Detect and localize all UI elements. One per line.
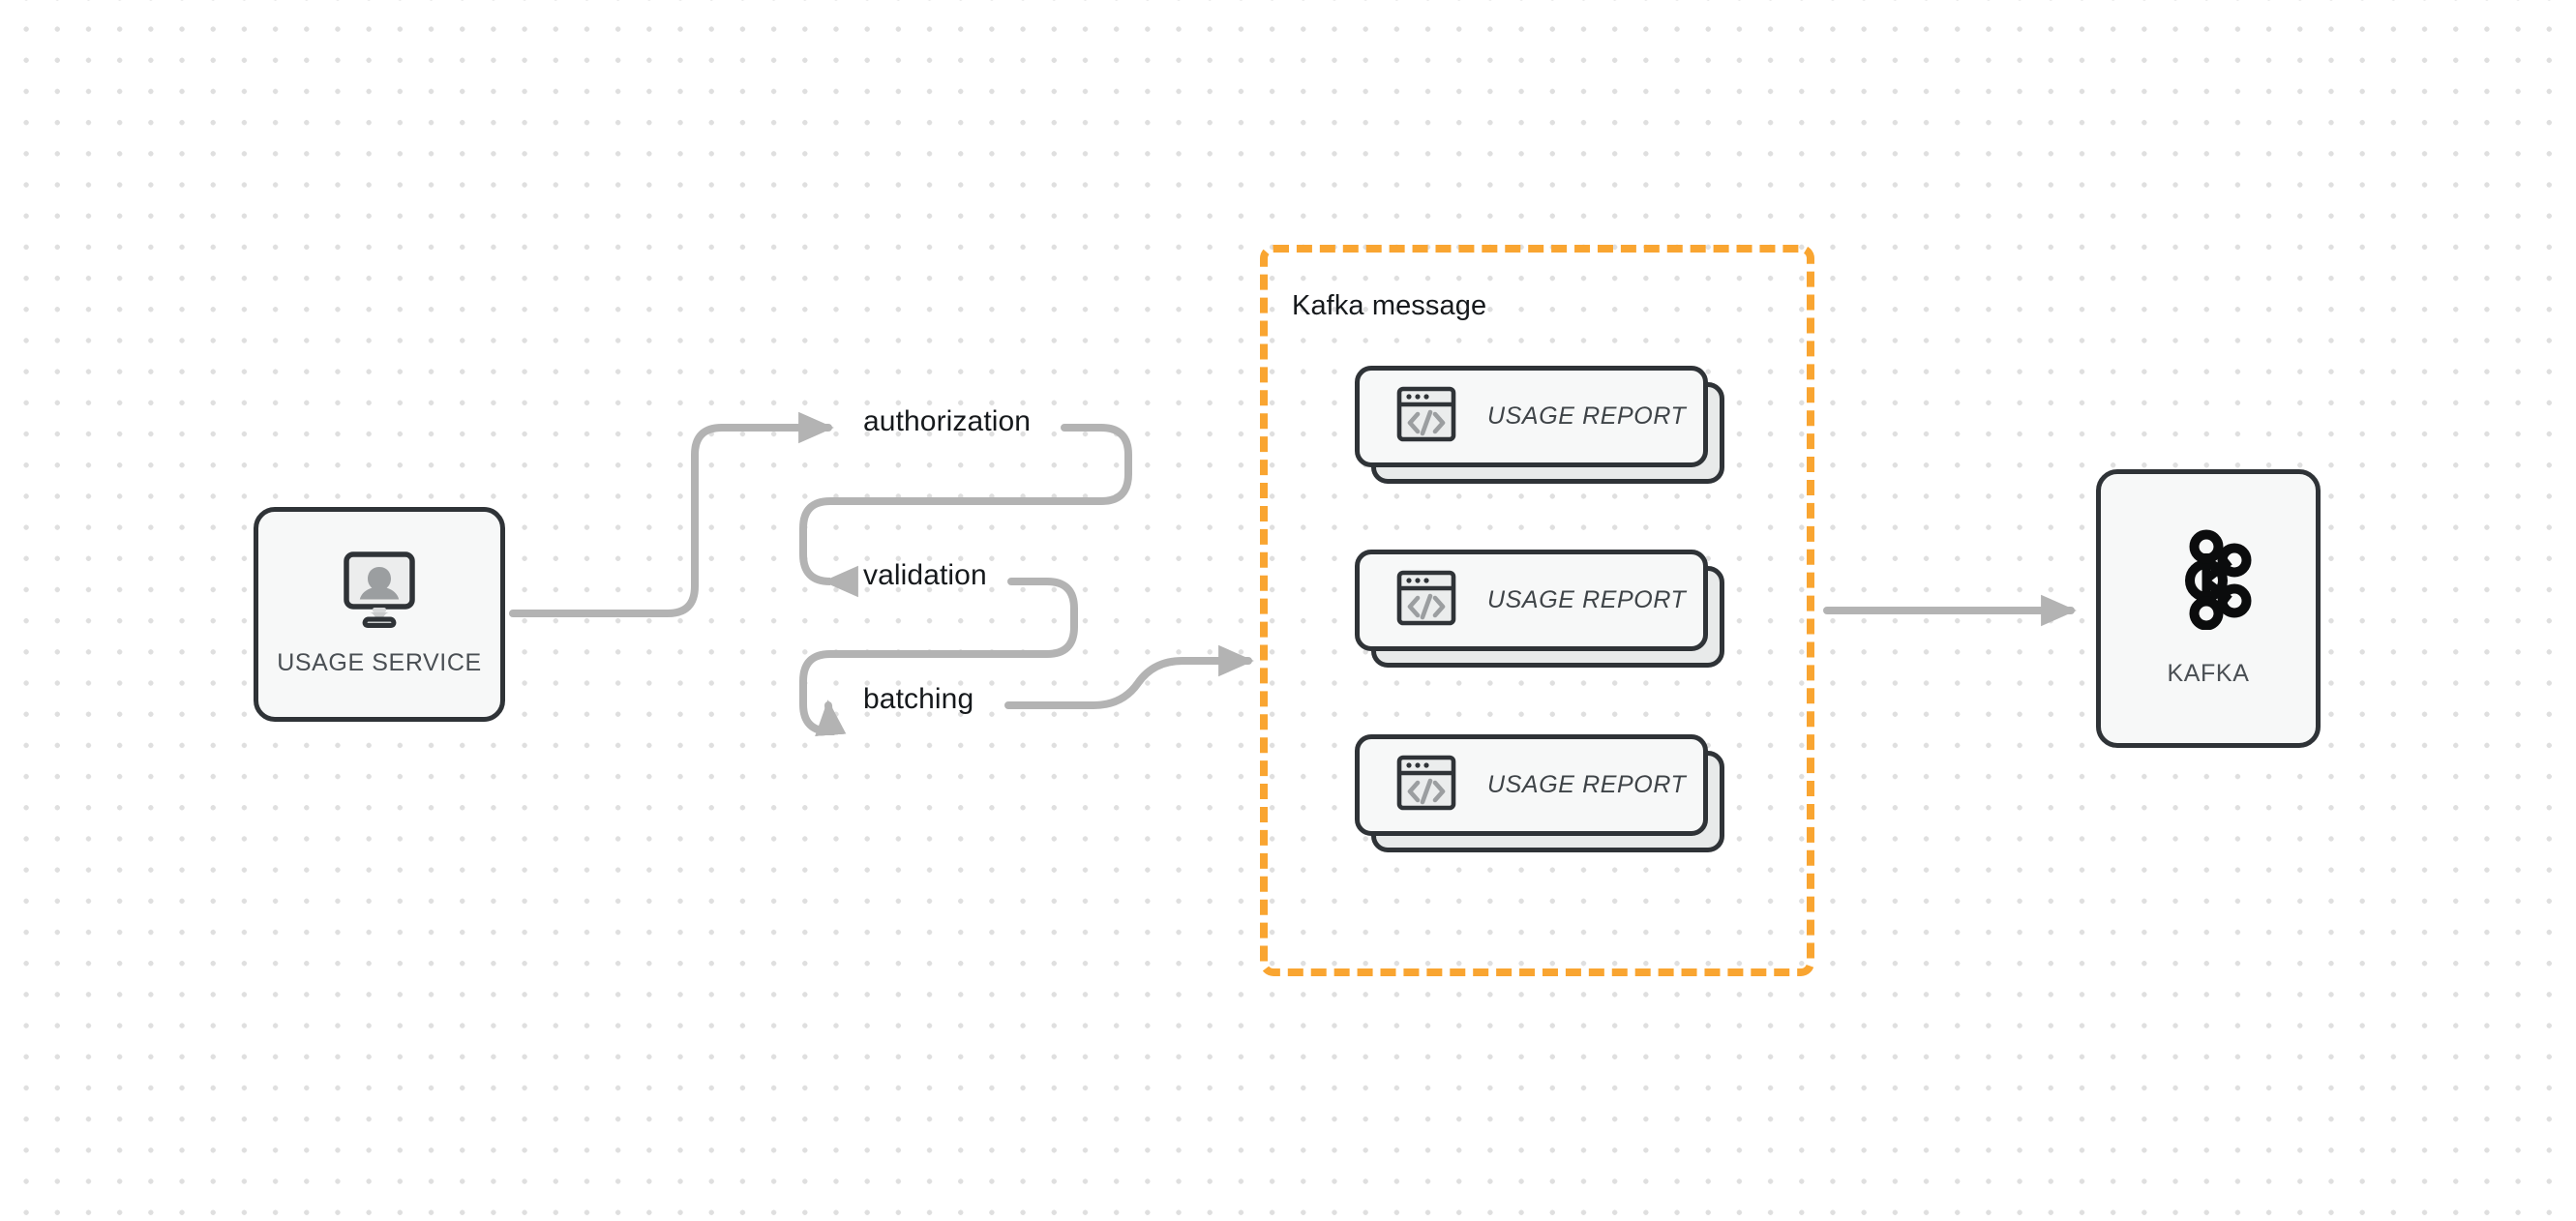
usage-report-card-label: USAGE REPORT (1487, 586, 1687, 613)
kafka-message-group-title: Kafka message (1292, 290, 1487, 321)
card-front[interactable]: USAGE REPORT (1355, 734, 1708, 836)
step-label-validation: validation (863, 559, 987, 591)
monitor-user-icon (338, 551, 421, 634)
kafka-message-group[interactable] (1260, 245, 1814, 976)
connector-usage-service-to-authorization (509, 411, 834, 617)
step-label-batching: batching (863, 683, 974, 715)
usage-report-card-label: USAGE REPORT (1487, 402, 1687, 430)
node-usage-service[interactable]: USAGE SERVICE (254, 507, 505, 722)
connector-authorization-to-validation (799, 424, 1132, 598)
usage-report-card[interactable]: USAGE REPORT (1355, 734, 1724, 852)
connector-validation-to-batching (799, 578, 1078, 737)
node-kafka[interactable]: KAFKA (2096, 469, 2321, 748)
connector-batching-to-kafka-message (1004, 644, 1254, 709)
usage-report-card-label: USAGE REPORT (1487, 771, 1687, 798)
code-window-icon (1396, 384, 1456, 449)
code-window-icon (1396, 753, 1456, 818)
kafka-logo-icon (2164, 529, 2253, 635)
usage-report-card[interactable]: USAGE REPORT (1355, 366, 1724, 484)
node-usage-service-label: USAGE SERVICE (277, 649, 482, 676)
code-window-icon (1396, 568, 1456, 633)
card-front[interactable]: USAGE REPORT (1355, 366, 1708, 467)
card-front[interactable]: USAGE REPORT (1355, 550, 1708, 651)
usage-report-card[interactable]: USAGE REPORT (1355, 550, 1724, 668)
step-label-authorization: authorization (863, 405, 1032, 437)
node-kafka-label: KAFKA (2167, 660, 2250, 687)
